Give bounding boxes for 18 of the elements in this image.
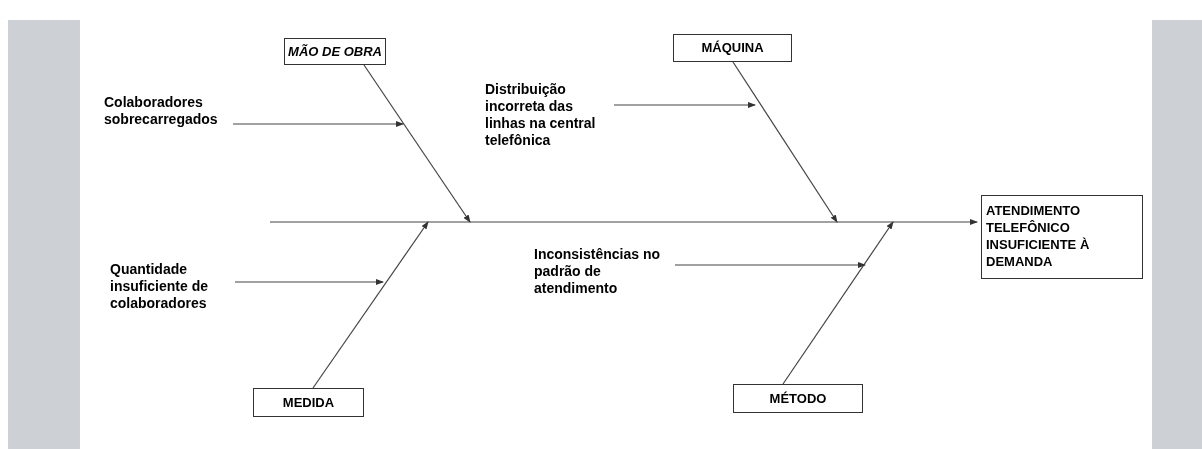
category-box: MÁQUINA — [673, 34, 792, 62]
arrow — [234, 279, 384, 285]
arrow — [674, 262, 866, 268]
cause-text: Inconsistências no padrão de atendimento — [534, 246, 674, 298]
cause-text: Colaboradores sobrecarregados — [104, 94, 232, 130]
spine-arrow — [269, 219, 978, 225]
arrow — [613, 102, 756, 108]
category-box: MÉTODO — [733, 384, 863, 413]
arrow — [782, 221, 894, 385]
arrow — [732, 61, 838, 223]
arrow — [363, 64, 471, 223]
effect-box: ATENDIMENTO TELEFÔNICO INSUFICIENTE À DEMANDA — [981, 195, 1143, 279]
arrow — [312, 221, 429, 389]
category-box: MEDIDA — [253, 388, 364, 417]
cause-text: Distribuição incorreta das linhas na central telefônica — [485, 81, 613, 151]
cause-text: Quantidade insuficiente de colaboradores — [110, 261, 234, 313]
category-box: MÃO DE OBRA — [284, 38, 386, 65]
arrow — [232, 121, 404, 127]
